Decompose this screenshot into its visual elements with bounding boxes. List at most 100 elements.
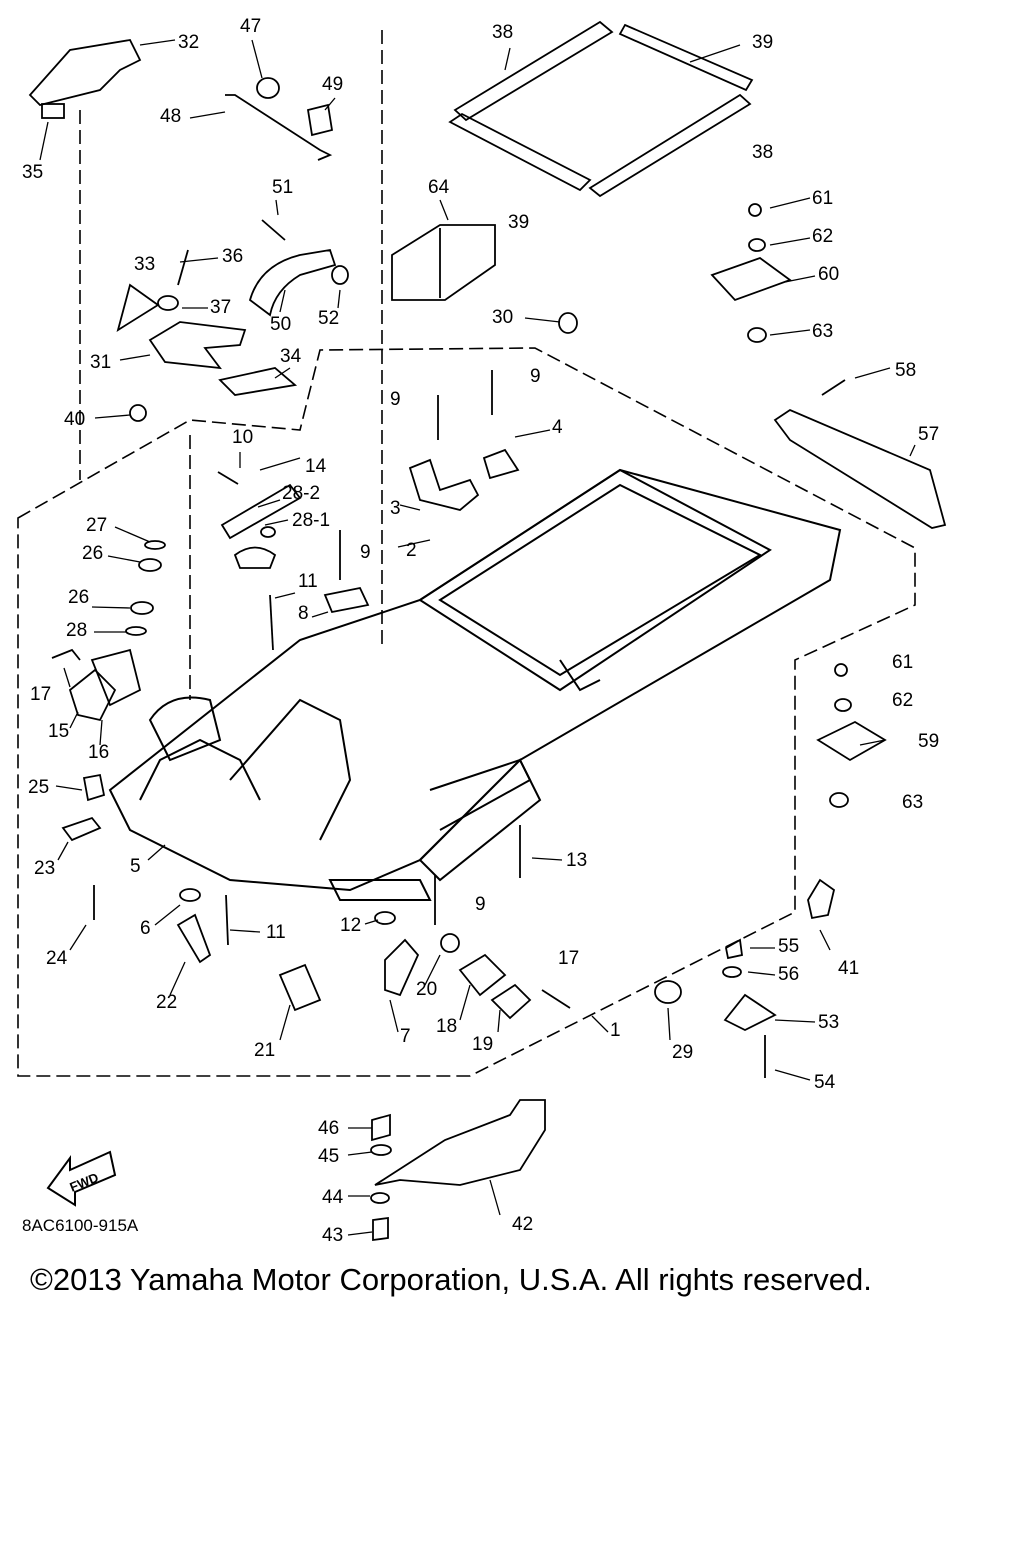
callout-17: 17 <box>558 948 579 969</box>
leader-line <box>524 317 561 323</box>
callout-53: 53 <box>818 1012 839 1033</box>
callout-28: 28 <box>66 620 87 641</box>
callout-8: 8 <box>298 603 309 624</box>
leader-line <box>274 367 291 379</box>
leader-line <box>399 504 421 511</box>
callout-57: 57 <box>918 424 939 445</box>
callout-39: 39 <box>752 32 773 53</box>
callout-10: 10 <box>232 427 253 448</box>
callout-11: 11 <box>298 571 318 592</box>
callout-60: 60 <box>818 264 839 285</box>
fwd-label: FWD <box>68 1170 101 1195</box>
leader-line <box>55 785 83 791</box>
leader-line <box>424 954 441 986</box>
callout-40: 40 <box>64 409 85 430</box>
callout-26: 26 <box>68 587 89 608</box>
callout-18: 18 <box>436 1016 457 1037</box>
leader-line <box>91 606 131 609</box>
callout-32: 32 <box>178 32 199 53</box>
leader-line <box>311 611 329 618</box>
callout-9: 9 <box>360 542 371 563</box>
leader-line <box>154 904 181 926</box>
leader-line <box>591 1015 609 1033</box>
callout-38: 38 <box>752 142 773 163</box>
callout-9: 9 <box>475 894 486 915</box>
leader-line <box>69 924 87 951</box>
callout-62: 62 <box>892 690 913 711</box>
parts-drawing <box>28 20 947 1242</box>
leader-line <box>63 667 71 688</box>
callout-26: 26 <box>82 543 103 564</box>
callout-17: 17 <box>30 684 51 705</box>
callout-20: 20 <box>416 979 437 1000</box>
callout-3: 3 <box>390 498 401 519</box>
callout-62: 62 <box>812 226 833 247</box>
callout-21: 21 <box>254 1040 275 1061</box>
leader-line <box>514 429 551 438</box>
callout-24: 24 <box>46 948 68 969</box>
copyright-notice: ©2013 Yamaha Motor Corporation, U.S.A. A… <box>30 1262 872 1297</box>
callout-59: 59 <box>918 731 939 752</box>
leader-line <box>274 592 296 599</box>
leader-line <box>259 457 301 471</box>
callout-9: 9 <box>530 366 541 387</box>
leader-line <box>347 1231 373 1236</box>
leader-line <box>107 555 141 563</box>
leader-line <box>119 354 151 361</box>
callout-7: 7 <box>400 1026 411 1047</box>
leader-line <box>337 289 341 309</box>
callout-11: 11 <box>266 922 286 943</box>
callout-63: 63 <box>812 321 833 342</box>
callout-58: 58 <box>895 360 916 381</box>
callout-6: 6 <box>140 918 151 939</box>
callout-42: 42 <box>512 1214 533 1235</box>
callout-63: 63 <box>902 792 923 813</box>
leader-line <box>364 919 379 925</box>
leader-line <box>397 539 431 548</box>
leader-line <box>819 929 831 951</box>
callout-35: 35 <box>22 162 43 183</box>
leader-line <box>504 47 511 71</box>
callout-38: 38 <box>492 22 513 43</box>
callout-28-1: 28-1 <box>292 510 330 531</box>
leader-line <box>747 971 776 976</box>
callout-15: 15 <box>48 721 69 742</box>
assembly-boundary <box>17 30 916 1077</box>
callout-2: 2 <box>406 540 417 561</box>
leader-line <box>459 984 471 1021</box>
leader-line <box>229 929 261 933</box>
callout-1: 1 <box>610 1020 621 1041</box>
leader-line <box>179 257 219 263</box>
leader-line <box>497 1009 501 1033</box>
callout-36: 36 <box>222 246 243 267</box>
leader-line <box>189 111 226 119</box>
leader-line <box>275 199 279 216</box>
frame-drawing <box>108 468 842 901</box>
drawing-code: 8AC6100-915A <box>22 1216 139 1235</box>
leader-line <box>57 841 69 861</box>
callout-51: 51 <box>272 177 293 198</box>
leader-line <box>169 961 186 996</box>
leader-line <box>264 519 289 526</box>
callout-12: 12 <box>340 915 361 936</box>
leader-line <box>774 1019 816 1023</box>
callout-44: 44 <box>322 1187 344 1208</box>
leader-line <box>114 526 151 543</box>
leader-line <box>257 499 281 508</box>
leader-line <box>769 237 811 246</box>
callout-46: 46 <box>318 1118 339 1139</box>
leader-lines <box>39 39 916 1236</box>
callout-61: 61 <box>892 652 913 673</box>
leader-line <box>324 97 336 111</box>
callout-30: 30 <box>492 307 513 328</box>
callout-27: 27 <box>86 515 107 536</box>
callout-31: 31 <box>90 352 111 373</box>
callout-25: 25 <box>28 777 49 798</box>
callout-13: 13 <box>566 850 587 871</box>
leader-line <box>439 199 449 221</box>
leader-line <box>251 39 263 79</box>
leader-line <box>39 121 49 161</box>
callout-9: 9 <box>390 389 401 410</box>
leader-line <box>769 197 811 209</box>
